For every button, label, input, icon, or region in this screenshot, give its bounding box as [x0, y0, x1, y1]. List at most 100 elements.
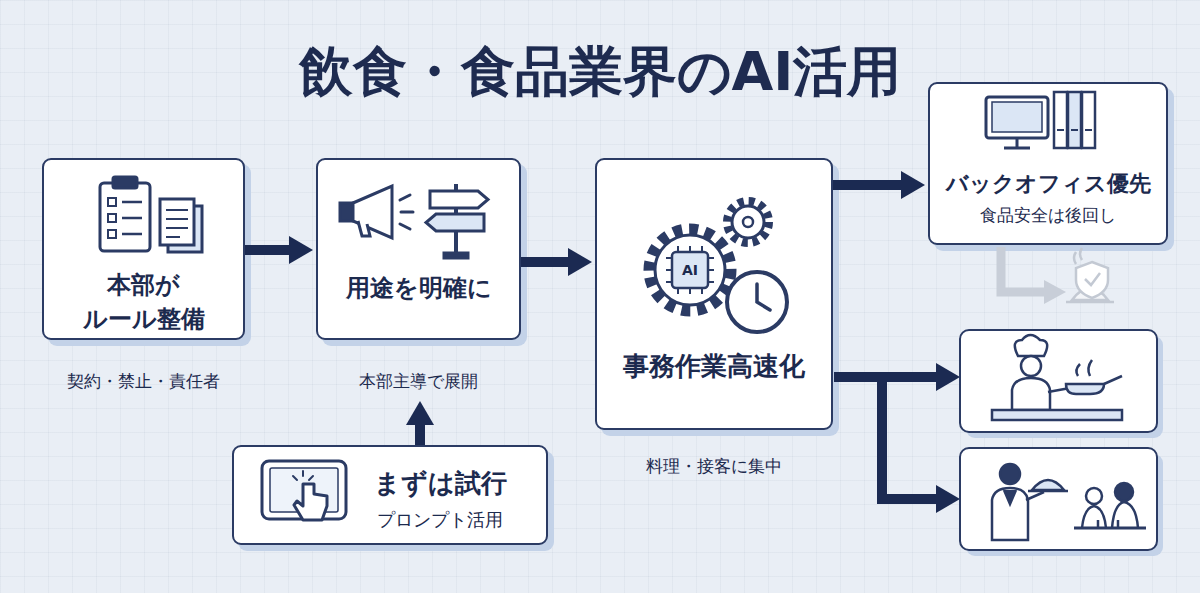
gear-hub — [743, 217, 753, 227]
flow-arrow — [833, 171, 925, 199]
computer-icon — [986, 92, 1095, 148]
node-heading: 事務作業高速化 — [601, 348, 827, 384]
clipboard-icon — [100, 177, 202, 252]
arrow-head — [568, 248, 592, 276]
tablet-screen — [270, 468, 338, 512]
signpost-board — [430, 191, 488, 208]
food-safety-icon — [1066, 248, 1114, 302]
pointing-hand — [294, 484, 327, 520]
checkbox — [108, 214, 116, 222]
glasses — [1098, 520, 1118, 528]
binder — [1068, 92, 1081, 148]
binder — [1082, 92, 1095, 148]
node-heading: バックオフィス優先 — [934, 168, 1162, 200]
document-sheet — [160, 199, 194, 245]
frying-pan — [1066, 384, 1104, 394]
box-frame — [316, 158, 521, 340]
arrow-line — [415, 423, 425, 445]
signpost-icon — [426, 184, 488, 258]
tablet-frame — [262, 461, 346, 519]
clipboard-board — [100, 183, 150, 251]
box-shadow — [966, 454, 1163, 556]
gear-icon — [649, 201, 787, 332]
monitor — [986, 97, 1048, 138]
clock-face — [727, 272, 787, 332]
chef-head — [1021, 356, 1041, 376]
tablet-icon — [262, 461, 346, 520]
faded-line — [1001, 247, 1046, 292]
monitor-screen — [992, 102, 1042, 132]
arrow-head — [901, 171, 925, 199]
steam — [1074, 248, 1082, 264]
purpose-box: 用途を明確に本部主導で展開 — [316, 158, 521, 398]
branch-line — [882, 377, 938, 499]
shield — [1076, 262, 1108, 298]
clock-hands — [757, 284, 770, 310]
monitor-stand — [1004, 138, 1030, 148]
node-caption: 食品安全は後回し — [934, 202, 1162, 228]
process-box: 事務作業高速化料理・接客に集中 — [595, 158, 833, 478]
box-frame — [595, 158, 833, 430]
waiter-body — [992, 488, 1028, 540]
waiter-vest — [1004, 490, 1016, 504]
ai-chip — [672, 252, 708, 288]
chef-body — [1012, 378, 1050, 410]
box-shadow — [966, 336, 1163, 438]
faded-head — [1044, 280, 1066, 304]
node-caption: 契約・禁止・責任者 — [32, 369, 255, 393]
gear-body — [655, 235, 725, 305]
chef-hat — [1015, 335, 1047, 356]
arrow-line — [245, 245, 291, 255]
chef-arm — [1048, 388, 1070, 392]
signpost-pole — [454, 184, 458, 254]
faded-arrow — [1001, 247, 1066, 304]
megaphone-icon — [340, 186, 413, 238]
sound-lines — [400, 195, 413, 229]
chip-pins — [666, 246, 714, 294]
diner-head — [1086, 488, 1102, 504]
diner-head — [1115, 483, 1133, 501]
arrow-head — [289, 236, 313, 264]
outcome-box: バックオフィス優先食品安全は後回し — [928, 82, 1168, 245]
arrow-head — [406, 401, 434, 425]
document-lines — [166, 210, 188, 237]
rule-box: 本部が ルール整備契約・禁止・責任者 — [42, 158, 245, 398]
signpost-board — [426, 214, 484, 231]
binder — [1054, 92, 1067, 148]
clipboard-clip — [113, 177, 137, 188]
check-mark — [1085, 273, 1100, 285]
megaphone-back — [340, 203, 353, 221]
branch-arrows — [834, 377, 938, 499]
node-caption: プロンプト活用 — [352, 507, 528, 533]
checkbox — [108, 230, 116, 238]
branch-head — [936, 363, 960, 391]
node-caption: 料理・接客に集中 — [585, 454, 843, 478]
tap-lines — [293, 471, 313, 480]
waiter-head — [1000, 464, 1020, 484]
chef-figure — [992, 335, 1122, 420]
node-heading: 用途を明確に — [324, 271, 513, 305]
cloche-tray — [1032, 480, 1064, 490]
image-box — [960, 448, 1157, 550]
gear-teeth — [727, 201, 769, 243]
steam — [1076, 360, 1092, 376]
plate — [1066, 301, 1114, 304]
checkbox — [108, 198, 116, 206]
counter — [992, 410, 1122, 420]
signpost-base — [444, 253, 468, 258]
binder-labels — [1057, 129, 1092, 131]
document-sheet — [168, 206, 202, 252]
arrow-line — [833, 180, 903, 190]
chip-label: AI — [682, 262, 698, 278]
checklist-lines — [122, 202, 142, 234]
node-heading: 本部が ルール整備 — [58, 268, 229, 336]
megaphone-handle — [358, 221, 370, 236]
diner-bodies — [1082, 502, 1138, 528]
branch-head — [936, 485, 960, 513]
megaphone-cone — [353, 186, 392, 238]
gear-body — [732, 206, 764, 238]
branch-line — [834, 372, 938, 382]
flow-arrow — [245, 236, 313, 264]
